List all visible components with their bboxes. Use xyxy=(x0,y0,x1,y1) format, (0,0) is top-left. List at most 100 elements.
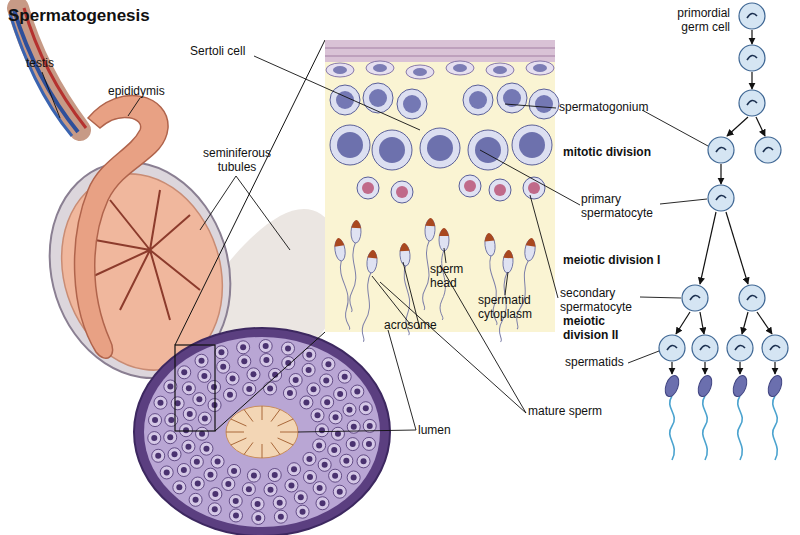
inset-panel-part-part xyxy=(424,219,435,241)
tubule-cross-section-part xyxy=(191,477,204,490)
leader-lines-part xyxy=(128,98,140,116)
tubule-cross-section-part xyxy=(144,337,380,527)
tubule-cross-section-part xyxy=(233,498,239,504)
tubule-cross-section-part xyxy=(164,431,177,444)
epididymis-shape-part xyxy=(75,96,169,359)
tubule-cross-section-part xyxy=(267,385,273,391)
tubule-cross-section-part xyxy=(320,374,333,387)
germ-cell-column-part xyxy=(747,295,757,300)
tubule-cross-section-part xyxy=(289,374,302,387)
inset-panel-part xyxy=(326,63,354,77)
leader-lines-part xyxy=(200,176,236,230)
tubule-cross-section-part xyxy=(226,372,239,385)
germ-cell-column-part xyxy=(747,13,757,18)
tubule-cross-section-part xyxy=(300,509,306,515)
germ-cell-column-part xyxy=(708,185,734,211)
germ-cell-column-part xyxy=(756,117,765,136)
tubule-cross-section-part xyxy=(180,424,193,437)
leader-lines xyxy=(42,56,708,432)
tubule-cross-section-part xyxy=(325,361,331,367)
tubule-cross-section-part xyxy=(259,340,272,353)
inset-panel-part xyxy=(493,66,507,74)
spermatic-cord-part xyxy=(24,8,86,128)
tubule-cross-section-part xyxy=(240,344,246,350)
tubule-cross-section-part xyxy=(294,491,307,504)
inset-panel-part xyxy=(373,64,387,72)
tubule-cross-section-part xyxy=(199,431,205,437)
tubule-cross-section-part xyxy=(351,385,364,398)
germ-cell-column-part xyxy=(755,137,781,163)
tubule-cross-section-part xyxy=(271,442,280,454)
leader-lines-part xyxy=(236,176,290,250)
tubule-cross-section-part xyxy=(277,500,283,506)
inset-panel-part xyxy=(366,61,394,75)
inset-panel-part xyxy=(494,184,506,196)
germ-cell-column-part xyxy=(703,396,708,460)
tubule-cross-section-part xyxy=(283,387,296,400)
tubule-cross-section-part xyxy=(315,412,321,418)
tubule-cross-section-part xyxy=(168,417,174,423)
germ-cell-column-part xyxy=(770,345,780,350)
germ-cell-column-part xyxy=(735,345,745,350)
tubule-cross-section-part xyxy=(332,473,338,479)
stage-label: meiotic division I xyxy=(563,253,660,267)
tubule-cross-section-part xyxy=(233,512,239,518)
germ-cell-column-part xyxy=(774,362,775,374)
inset-panel-part xyxy=(372,130,412,170)
inset-panel-part xyxy=(337,132,363,158)
germ-cell-column-part xyxy=(739,362,740,374)
tubule-cross-section-part xyxy=(211,384,217,390)
inset-panel-part xyxy=(528,182,540,194)
inset-panel-part-part xyxy=(367,250,378,259)
leader-lines-part xyxy=(660,199,707,204)
tubule-cross-section-part xyxy=(303,470,316,483)
tubule-cross-section-part xyxy=(331,427,344,440)
inset-panel-part xyxy=(512,125,552,165)
tubule-cross-section-part xyxy=(220,364,226,370)
tubule-cross-section-part xyxy=(201,373,207,379)
tubule-cross-section-part xyxy=(222,477,235,490)
tubule-cross-section-part xyxy=(288,482,294,488)
tubule-cross-section-part xyxy=(211,455,224,468)
tubule-cross-section-part xyxy=(215,346,228,359)
tubule-cross-section-part xyxy=(212,491,218,497)
tubule-cross-section-part xyxy=(200,442,213,455)
germ-cell-column-part xyxy=(738,396,743,460)
tubule-cross-section-part xyxy=(218,349,224,355)
tubule-cross-section-part xyxy=(198,369,211,382)
tubule-cross-section-part xyxy=(183,427,189,433)
germ-cell-column-part xyxy=(696,374,715,399)
tubule-cross-section-part xyxy=(334,387,347,400)
tubule-cross-section-part xyxy=(193,393,206,406)
tubule-cross-section-part xyxy=(165,413,178,426)
germ-cell-column-part xyxy=(747,100,757,105)
tubule-cross-section-part xyxy=(303,452,316,465)
leader-lines-part xyxy=(388,330,416,430)
tubule-cross-section-part xyxy=(317,485,323,491)
inset-panel-part xyxy=(379,137,405,163)
tubule-cross-section-part xyxy=(187,411,193,417)
tubule-cross-section-part xyxy=(306,456,312,462)
tubule-cross-section-part xyxy=(307,383,320,396)
tubule-cross-section-part xyxy=(263,357,269,363)
tubule-cross-section-part xyxy=(185,444,191,450)
tubule-cross-section-part xyxy=(167,434,173,440)
zoom-lines-part xyxy=(215,332,325,431)
tubule-cross-section-part xyxy=(226,406,298,458)
germ-cell-column-part xyxy=(708,137,734,163)
tubule-cross-section-part xyxy=(246,386,252,392)
inset-panel-part xyxy=(325,48,555,56)
tubule-cross-section-part xyxy=(271,409,280,421)
tubule-cross-section-part xyxy=(362,437,375,450)
inset-panel-part xyxy=(403,95,421,113)
tubule-cross-section-part xyxy=(342,374,348,380)
tubule-cross-section-part xyxy=(151,435,157,441)
tubule-cross-section-part xyxy=(293,377,299,383)
tubule-cross-section-part xyxy=(244,409,253,421)
part-label: spermatids xyxy=(565,355,624,369)
germ-cell-column-part xyxy=(739,90,765,116)
germ-cell-column-part xyxy=(716,195,726,200)
tubule-cross-section-part xyxy=(351,424,357,430)
germ-cell-column-part xyxy=(773,396,778,460)
